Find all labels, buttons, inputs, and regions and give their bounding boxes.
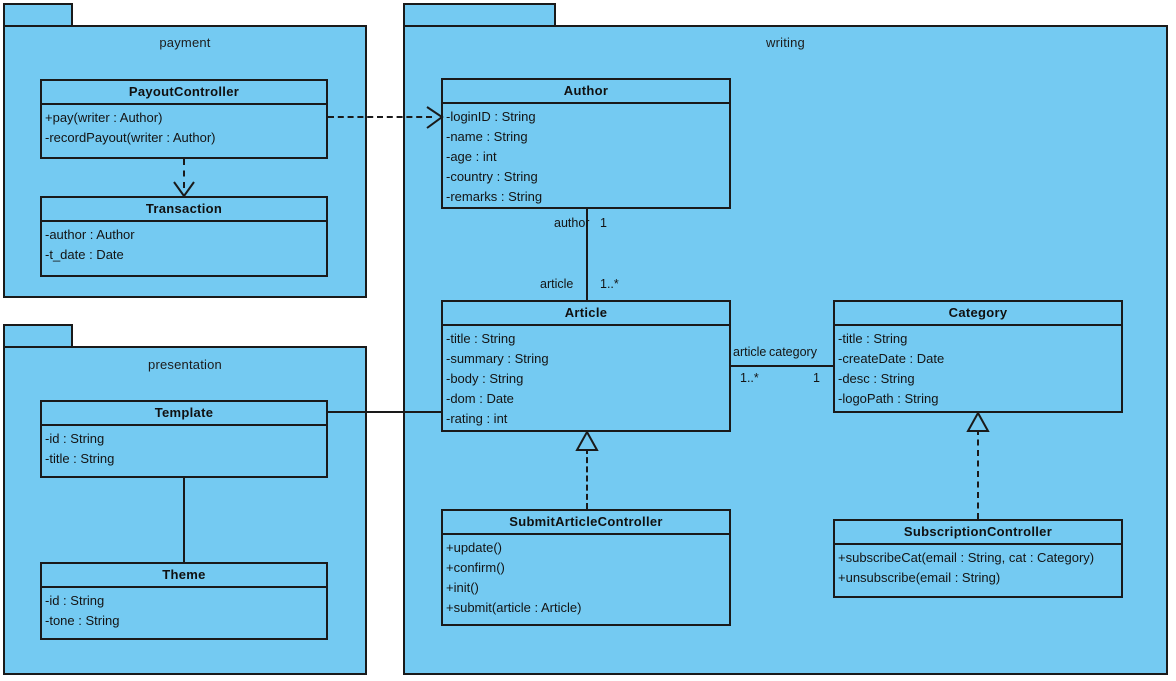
package-tab-payment — [3, 3, 73, 27]
member: +unsubscribe(email : String) — [838, 570, 1001, 585]
member: -summary : String — [446, 351, 549, 366]
class-author[interactable]: Author -loginID : String -name : String … — [441, 78, 731, 209]
class-name-payout-controller: PayoutController — [42, 81, 326, 105]
class-name-theme: Theme — [42, 564, 326, 588]
member: +pay(writer : Author) — [45, 110, 163, 125]
member: -name : String — [446, 129, 528, 144]
edge-label-article-multiplicity: 1..* — [600, 277, 619, 291]
class-article[interactable]: Article -title : String -summary : Strin… — [441, 300, 731, 432]
member: -title : String — [446, 331, 516, 346]
package-tab-writing — [403, 3, 556, 27]
class-submit-article-controller[interactable]: SubmitArticleController +update() +confi… — [441, 509, 731, 626]
class-members-article: -title : String -summary : String -body … — [443, 326, 729, 429]
class-members-theme: -id : String -tone : String — [42, 588, 326, 631]
hollow-triangle-arrowhead-up-icon — [575, 429, 599, 451]
member: -tone : String — [45, 613, 120, 628]
package-tab-presentation — [3, 324, 73, 348]
member: -age : int — [446, 149, 497, 164]
edge-label-article-role-2: article — [733, 345, 767, 359]
class-members-author: -loginID : String -name : String -age : … — [443, 104, 729, 207]
class-members-submit-article-controller: +update() +confirm() +init() +submit(art… — [443, 535, 729, 618]
association-article-category — [731, 365, 833, 367]
class-theme[interactable]: Theme -id : String -tone : String — [40, 562, 328, 640]
class-name-subscription-controller: SubscriptionController — [835, 521, 1121, 545]
class-name-submit-article-controller: SubmitArticleController — [443, 511, 729, 535]
package-label-payment: payment — [159, 35, 211, 50]
member: -remarks : String — [446, 189, 543, 204]
hollow-triangle-arrowhead-up-icon — [966, 410, 990, 432]
member: -author : Author — [45, 227, 135, 242]
class-subscription-controller[interactable]: SubscriptionController +subscribeCat(ema… — [833, 519, 1123, 598]
edge-label-author-role: author — [554, 216, 590, 230]
member: -title : String — [45, 451, 115, 466]
member: -rating : int — [446, 411, 508, 426]
edge-label-category-multiplicity: 1 — [813, 371, 820, 385]
member: -title : String — [838, 331, 908, 346]
edge-label-article-multiplicity-2: 1..* — [740, 371, 759, 385]
package-label-writing: writing — [766, 35, 805, 50]
class-payout-controller[interactable]: PayoutController +pay(writer : Author) -… — [40, 79, 328, 159]
class-name-category: Category — [835, 302, 1121, 326]
member: -id : String — [45, 431, 105, 446]
open-arrowhead-right-icon — [426, 106, 444, 129]
open-arrowhead-down-icon — [173, 181, 195, 198]
member: -loginID : String — [446, 109, 536, 124]
class-members-category: -title : String -createDate : Date -desc… — [835, 326, 1121, 409]
class-members-transaction: -author : Author -t_date : Date — [42, 222, 326, 265]
association-author-article — [586, 209, 588, 300]
member: -dom : Date — [446, 391, 514, 406]
member: +init() — [446, 580, 479, 595]
member: -body : String — [446, 371, 524, 386]
dependency-payoutcontroller-author — [328, 116, 432, 118]
class-members-template: -id : String -title : String — [42, 426, 326, 469]
class-template[interactable]: Template -id : String -title : String — [40, 400, 328, 478]
member: +subscribeCat(email : String, cat : Cate… — [838, 550, 1095, 565]
member: -country : String — [446, 169, 538, 184]
class-name-author: Author — [443, 80, 729, 104]
member: +update() — [446, 540, 503, 555]
realization-subscriptioncontroller-category — [977, 429, 979, 519]
class-name-transaction: Transaction — [42, 198, 326, 222]
member: +confirm() — [446, 560, 505, 575]
class-category[interactable]: Category -title : String -createDate : D… — [833, 300, 1123, 413]
member: -logoPath : String — [838, 391, 939, 406]
member: -desc : String — [838, 371, 915, 386]
member: -t_date : Date — [45, 247, 124, 262]
edge-label-article-role: article — [540, 277, 574, 291]
class-members-payout-controller: +pay(writer : Author) -recordPayout(writ… — [42, 105, 326, 148]
association-template-theme — [183, 478, 185, 562]
association-template-article — [328, 411, 441, 413]
package-label-presentation: presentation — [148, 357, 222, 372]
member: +submit(article : Article) — [446, 600, 582, 615]
dependency-payoutcontroller-transaction — [183, 159, 185, 188]
member: -recordPayout(writer : Author) — [45, 130, 216, 145]
class-members-subscription-controller: +subscribeCat(email : String, cat : Cate… — [835, 545, 1121, 588]
class-transaction[interactable]: Transaction -author : Author -t_date : D… — [40, 196, 328, 277]
edge-label-category-role: category — [769, 345, 817, 359]
member: -createDate : Date — [838, 351, 945, 366]
class-name-template: Template — [42, 402, 326, 426]
realization-submitarticlecontroller-article — [586, 448, 588, 509]
class-name-article: Article — [443, 302, 729, 326]
edge-label-author-multiplicity: 1 — [600, 216, 607, 230]
member: -id : String — [45, 593, 105, 608]
